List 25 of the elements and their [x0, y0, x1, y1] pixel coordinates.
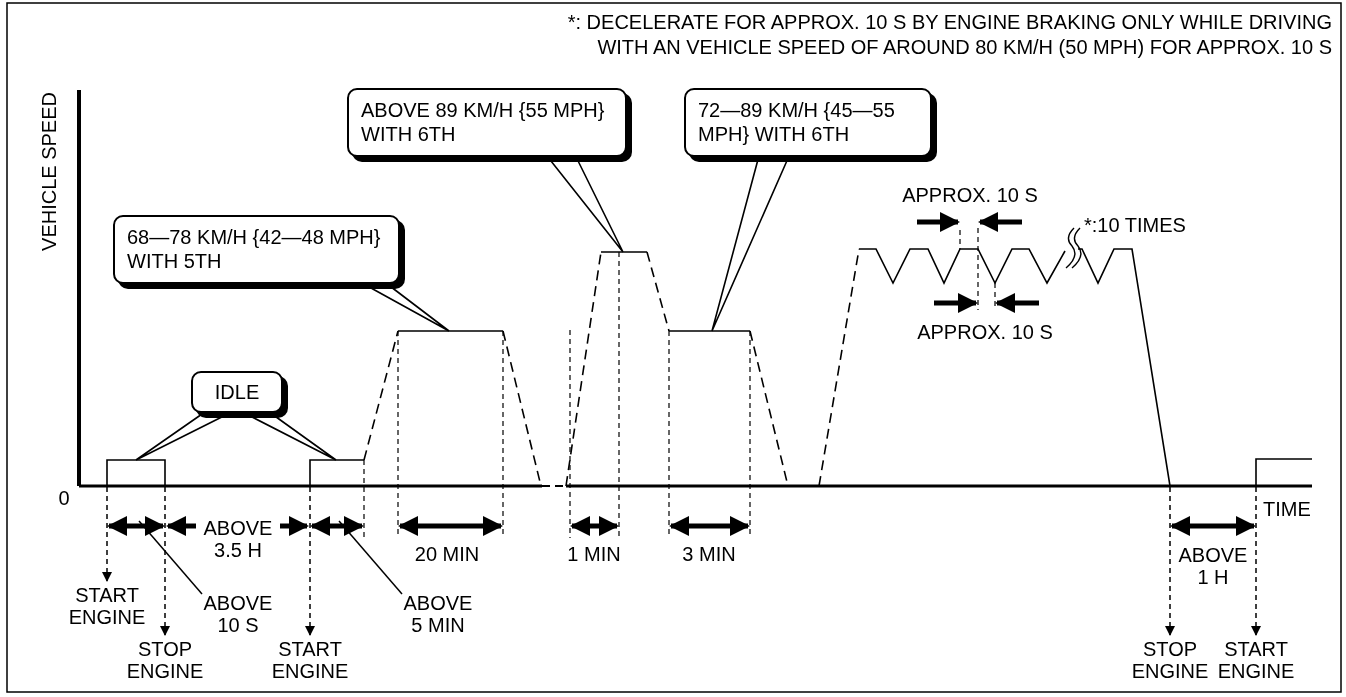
- event-label: START ENGINE: [260, 638, 360, 682]
- event-label: STOP ENGINE: [115, 638, 215, 682]
- note-text: *: DECELERATE FOR APPROX. 10 S BY ENGINE BRAKING ONLY WHILE DRIVING WITH AN VEHICLE SPEED OF AROUND 80 KM/H (50 MPH) FOR APPROX. 10 S: [566, 10, 1332, 60]
- arrow: [1165, 486, 1175, 636]
- event-label: STOP ENGINE: [1120, 638, 1220, 682]
- axis-title: VEHICLE SPEED: [38, 92, 60, 251]
- note-text: *:10 TIMES: [1084, 214, 1187, 236]
- arrow: [305, 486, 315, 636]
- arrow: [102, 486, 112, 582]
- arrow: [160, 486, 170, 636]
- duration-label: ABOVE 5 MIN: [400, 592, 476, 636]
- axis-tick-label: 0: [57, 487, 71, 509]
- leader-line: [338, 520, 403, 595]
- duration-label: ABOVE 3.5 H: [202, 517, 274, 561]
- duration-label: 3 MIN: [681, 543, 737, 565]
- leader-line: [138, 520, 203, 595]
- duration-label: 1 MIN: [566, 543, 622, 565]
- axis-title: TIME: [1263, 498, 1312, 520]
- arrow: [1251, 486, 1261, 636]
- duration-label: ABOVE 1 H: [1177, 544, 1249, 588]
- duration-label: APPROX. 10 S: [901, 184, 1039, 206]
- duration-label: APPROX. 10 S: [916, 321, 1054, 343]
- duration-label: 20 MIN: [413, 543, 481, 565]
- duration-label: ABOVE 10 S: [200, 592, 276, 636]
- event-label: START ENGINE: [56, 584, 158, 628]
